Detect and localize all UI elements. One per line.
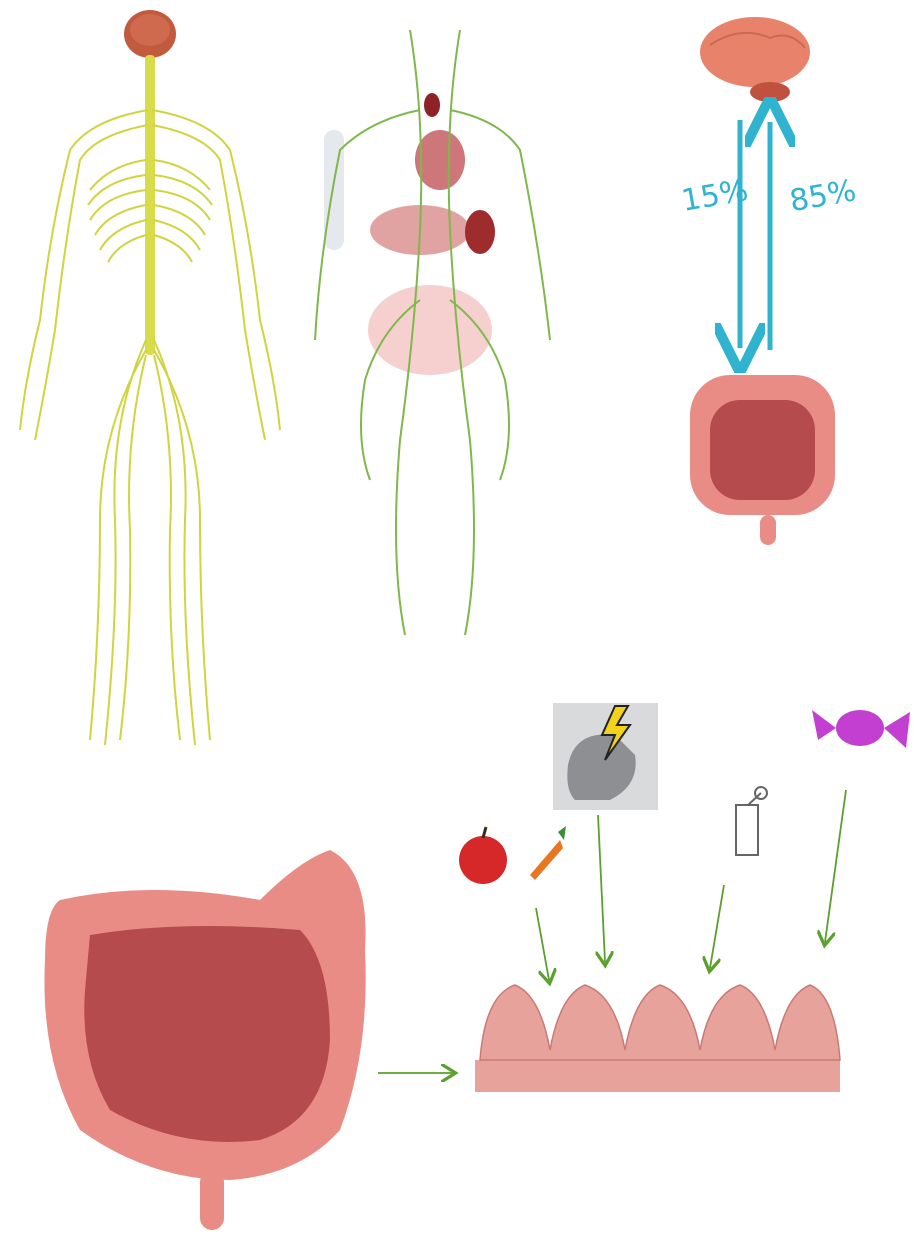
brain-illustration-top — [700, 17, 810, 102]
intestinal-villi-illustration — [475, 985, 840, 1092]
up-percent-label: 85% — [787, 173, 859, 219]
candy-icon — [812, 710, 910, 748]
candy-arrow — [825, 790, 846, 942]
drink-glass-icon — [736, 787, 767, 855]
intestine-illustration-small — [690, 375, 835, 545]
drink-arrow — [710, 885, 724, 968]
apple-icon — [459, 827, 507, 884]
stress-arrow — [598, 815, 605, 962]
intestine-illustration-large — [44, 850, 365, 1230]
food-arrow — [536, 908, 549, 980]
carrot-icon — [530, 826, 566, 880]
lymphatic-system-illustration — [315, 30, 550, 635]
nervous-system-illustration — [20, 10, 280, 745]
